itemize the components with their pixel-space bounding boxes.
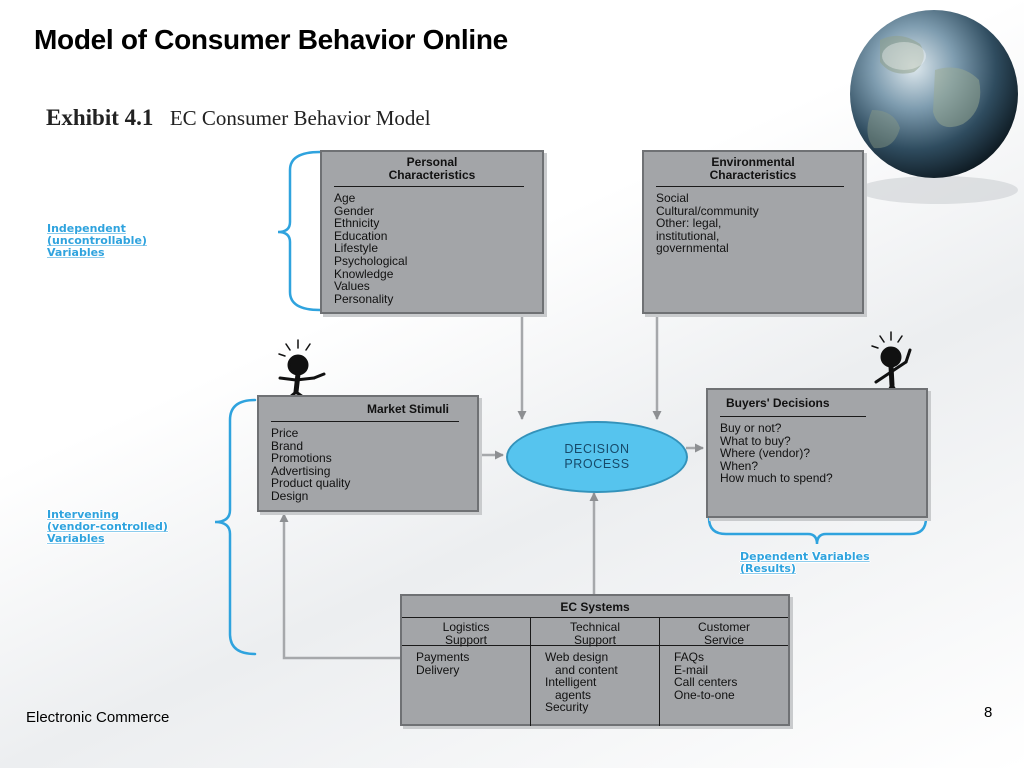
list-item: Intelligent xyxy=(545,675,597,689)
list-item: Security xyxy=(545,700,589,714)
list-item: One-to-one xyxy=(674,687,735,702)
dependent-variables-label: Dependent Variables (Results) xyxy=(740,550,870,575)
list-item: Buy or not? xyxy=(720,421,782,435)
list-item: institutional, xyxy=(656,228,720,243)
list-item: Call centers xyxy=(674,675,738,689)
buyers-decisions-list: Buy or not? What to buy? Where (vendor)?… xyxy=(708,422,926,485)
list-item: Education xyxy=(334,228,388,243)
ec-systems-title: EC Systems xyxy=(402,596,788,618)
environmental-characteristics-title: Environmental Characteristics xyxy=(709,155,797,182)
ec-systems-column-technical: Technical Support Web design and content… xyxy=(531,618,660,726)
buyers-decisions-title: Buyers' Decisions xyxy=(726,396,830,410)
environmental-characteristics-list: Social Cultural/community Other: legal, … xyxy=(644,192,862,255)
bracket-dependent xyxy=(707,516,928,545)
list-item: Ethnicity xyxy=(334,216,380,231)
list-item: Price xyxy=(271,426,299,440)
list-item: Gender xyxy=(334,203,375,218)
list-item: FAQs xyxy=(674,650,705,664)
independent-variables-label: Independent (uncontrollable) Variables xyxy=(47,222,147,259)
ec-systems-column-logistics: Logistics Support Payments Delivery xyxy=(402,618,531,726)
list-item: Product quality xyxy=(271,476,351,491)
list-item: Delivery xyxy=(416,662,460,677)
column-header: Technical Support xyxy=(531,618,659,646)
exhibit-name: EC Consumer Behavior Model xyxy=(169,106,431,130)
exhibit-number: Exhibit 4.1 xyxy=(46,105,154,130)
market-stimuli-list: Price Brand Promotions Advertising Produ… xyxy=(259,427,477,503)
divider xyxy=(334,186,524,187)
list-item: Payments xyxy=(416,650,470,664)
page-number: 8 xyxy=(984,704,993,721)
footer-text: Electronic Commerce xyxy=(26,709,170,726)
list-item: Lifestyle xyxy=(334,241,379,256)
list-item: Personality xyxy=(334,291,394,306)
list-item: Psychological xyxy=(334,253,408,268)
intervening-variables-label: Intervening (vendor-controlled) Variable… xyxy=(47,508,168,545)
list-item: Cultural/community xyxy=(656,203,759,218)
column-header: Logistics Support xyxy=(402,618,530,646)
personal-characteristics-list: Age Gender Ethnicity Education Lifestyle… xyxy=(322,192,542,305)
column-list: Payments Delivery xyxy=(402,646,530,676)
list-item: How much to spend? xyxy=(720,471,833,486)
divider xyxy=(271,421,459,422)
environmental-characteristics-box: Environmental Characteristics Social Cul… xyxy=(642,150,864,314)
divider xyxy=(720,416,866,417)
list-item: Brand xyxy=(271,438,304,453)
list-item: When? xyxy=(720,458,759,473)
list-item: Promotions xyxy=(271,451,332,466)
arrow-ecsystems-to-market xyxy=(279,513,401,660)
list-item: Web design xyxy=(545,650,609,664)
list-item: Age xyxy=(334,191,356,205)
list-item: Values xyxy=(334,279,370,294)
column-list: FAQs E-mail Call centers One-to-one xyxy=(660,646,788,701)
column-header: Customer Service xyxy=(660,618,788,646)
list-item: and content xyxy=(555,662,618,677)
list-item: What to buy? xyxy=(720,433,791,448)
bracket-intervening xyxy=(214,398,257,656)
list-item: Design xyxy=(271,488,309,503)
list-item: Where (vendor)? xyxy=(720,446,811,461)
ec-systems-columns: Logistics Support Payments Delivery Tech… xyxy=(402,618,788,726)
personal-characteristics-title: Personal Characteristics xyxy=(388,155,476,182)
market-stimuli-box: Market Stimuli Price Brand Promotions Ad… xyxy=(257,395,479,512)
column-list: Web design and content Intelligent agent… xyxy=(531,646,659,714)
bracket-independent xyxy=(277,150,322,312)
exhibit-caption: Exhibit 4.1 EC Consumer Behavior Model xyxy=(46,105,431,131)
list-item: governmental xyxy=(656,241,729,256)
list-item: E-mail xyxy=(674,662,709,677)
ec-systems-column-customer: Customer Service FAQs E-mail Call center… xyxy=(660,618,788,726)
divider xyxy=(656,186,844,187)
buyers-decisions-box: Buyers' Decisions Buy or not? What to bu… xyxy=(706,388,928,518)
ec-systems-box: EC Systems Logistics Support Payments De… xyxy=(400,594,790,726)
decision-process-node: DECISION PROCESS xyxy=(506,421,688,493)
personal-characteristics-box: Personal Characteristics Age Gender Ethn… xyxy=(320,150,544,314)
list-item: Knowledge xyxy=(334,266,394,281)
list-item: Advertising xyxy=(271,463,331,478)
list-item: Other: legal, xyxy=(656,216,722,231)
list-item: agents xyxy=(555,687,592,702)
market-stimuli-title: Market Stimuli xyxy=(366,402,449,416)
slide-title: Model of Consumer Behavior Online xyxy=(34,24,508,55)
list-item: Social xyxy=(656,191,689,205)
